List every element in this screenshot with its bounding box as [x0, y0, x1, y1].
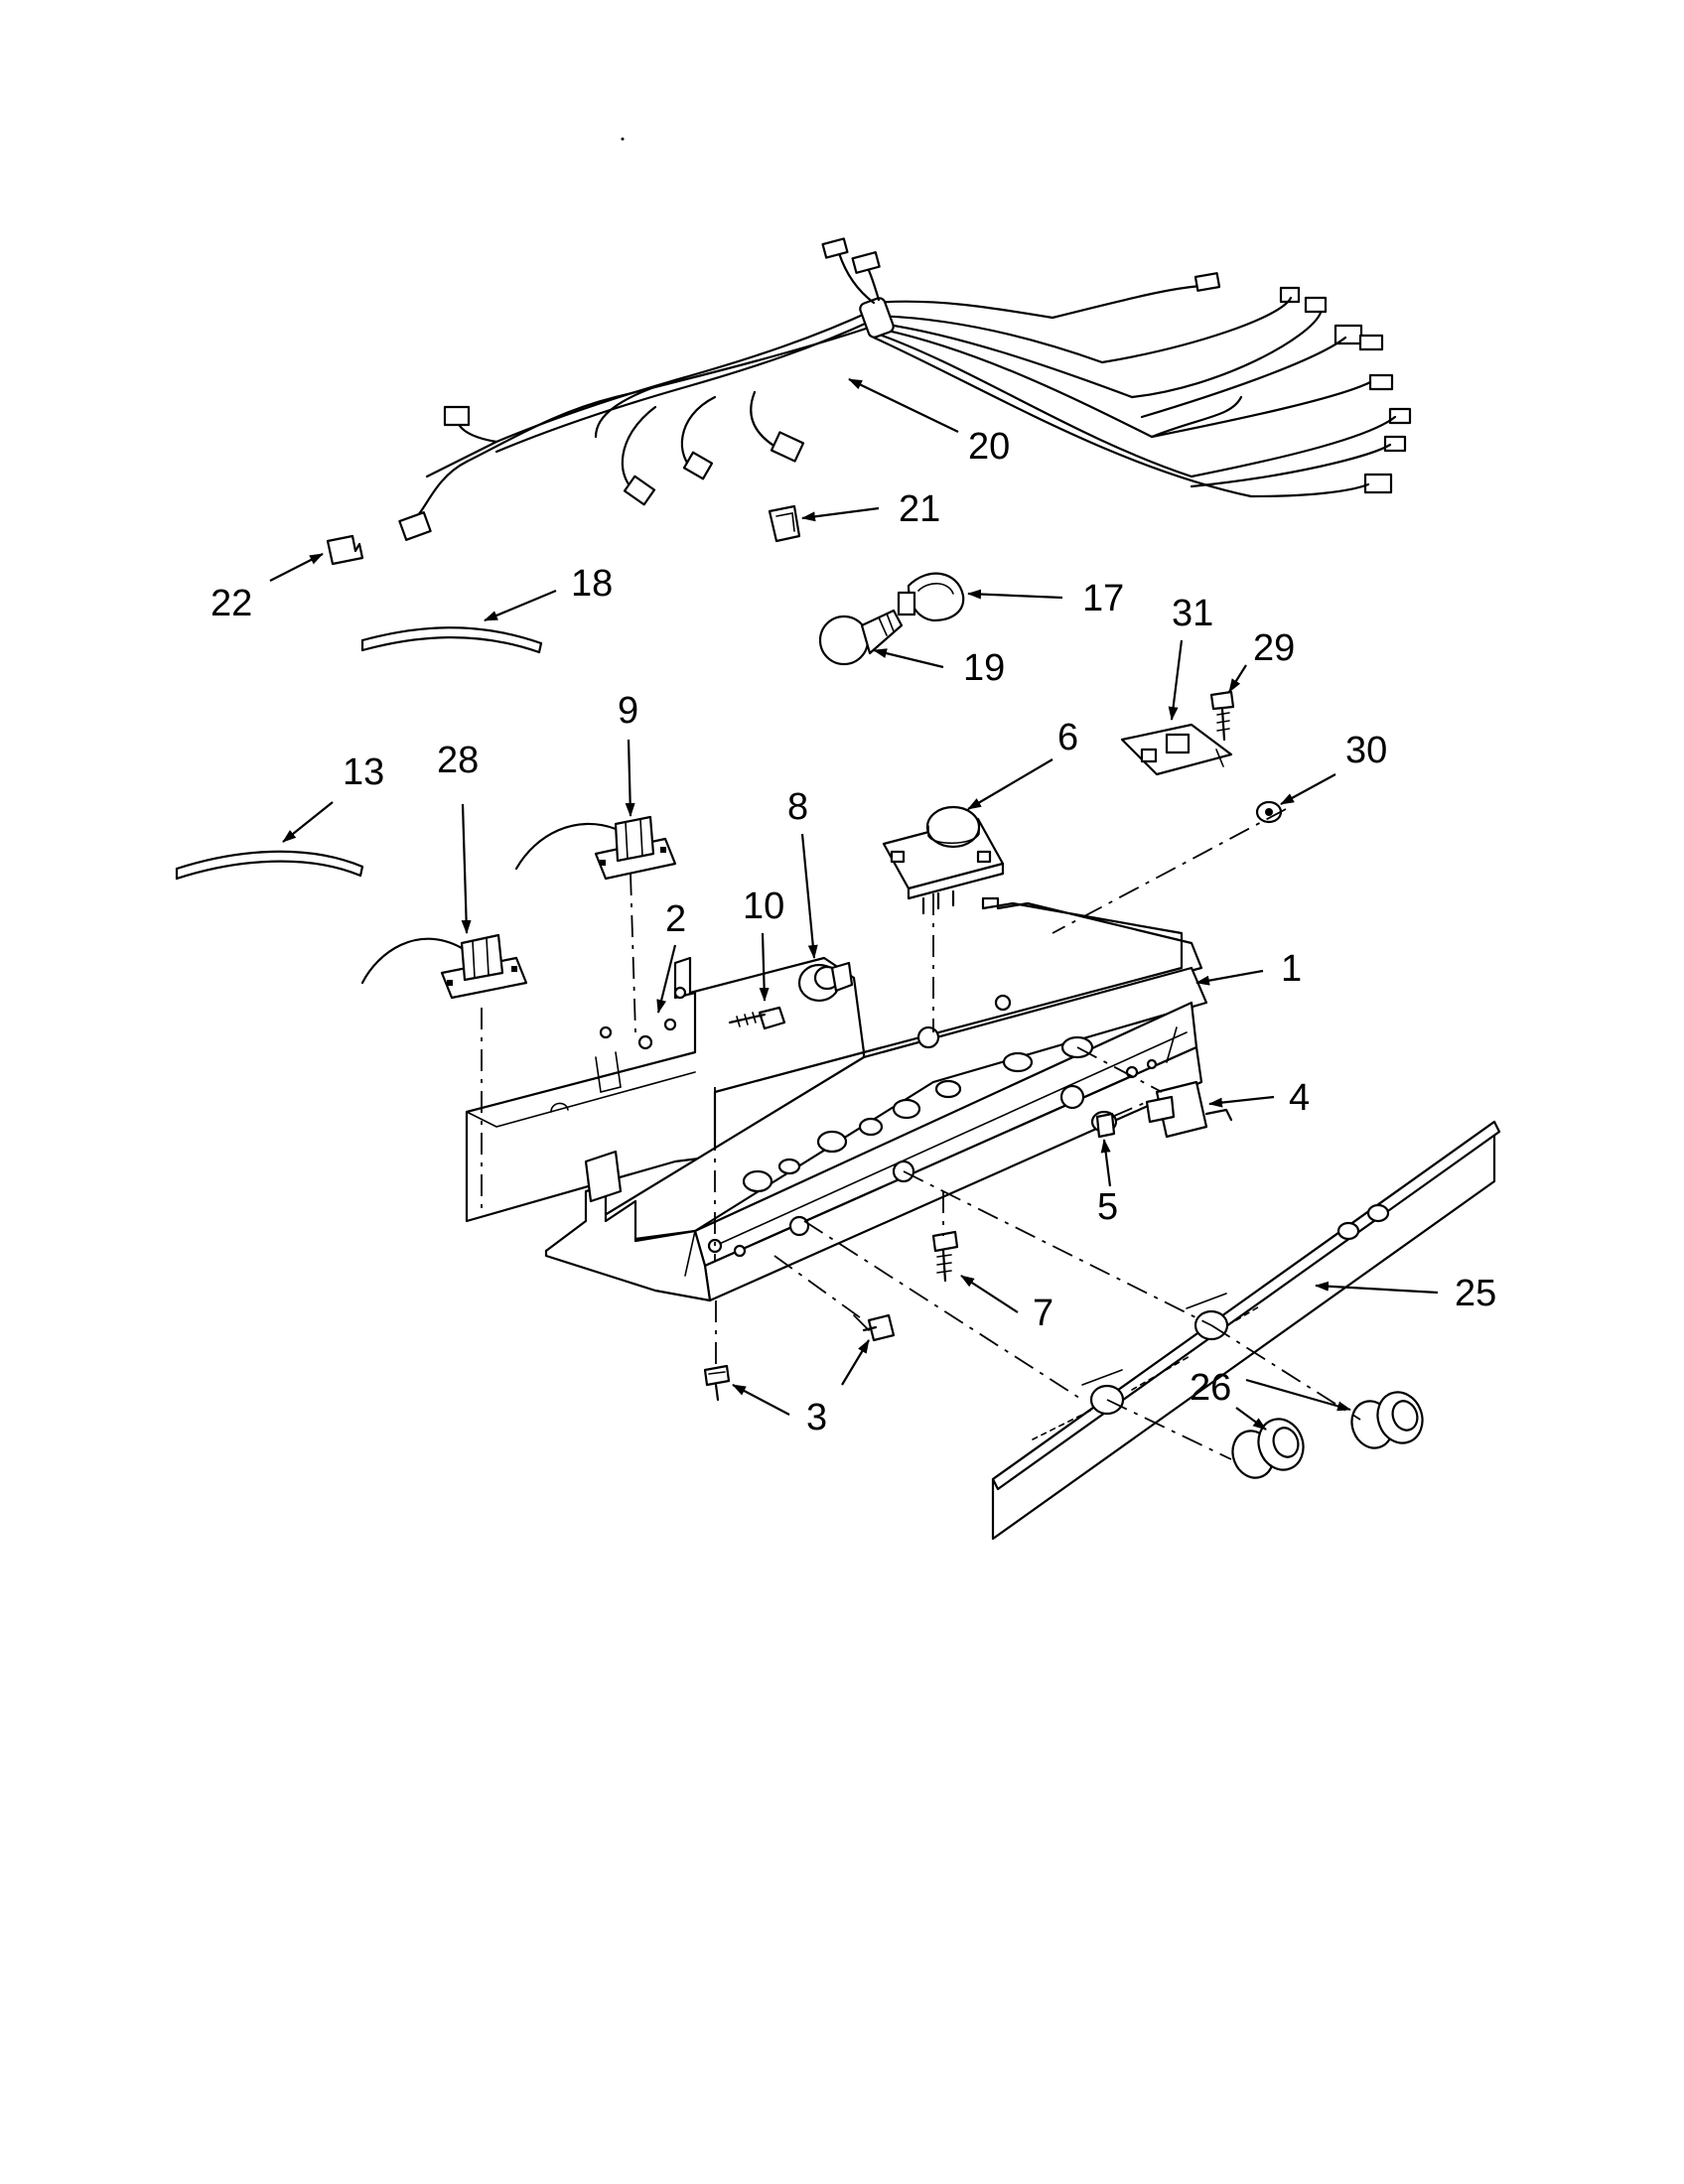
- front-panel-part: [991, 1120, 1501, 1541]
- callout-label: 3: [806, 1397, 827, 1438]
- callout-21: 21: [801, 488, 940, 530]
- callout-17: 17: [967, 578, 1124, 619]
- screw-part-10: [728, 1006, 786, 1030]
- button-part-5: [1090, 1110, 1118, 1139]
- callout-label: 22: [210, 583, 252, 624]
- screw-part-3b: [853, 1313, 896, 1342]
- callout-label: 30: [1345, 730, 1387, 771]
- wire-harness-part: [398, 237, 1412, 541]
- callout-3: 3: [732, 1339, 870, 1438]
- callout-label: 17: [1082, 578, 1124, 619]
- callout-31: 31: [1168, 593, 1213, 721]
- callout-label: 21: [899, 488, 940, 530]
- callout-label: 10: [743, 886, 784, 927]
- screw-part-29: [1209, 690, 1235, 742]
- tube-part-13: [175, 850, 364, 881]
- grommet-part-8: [797, 961, 854, 1003]
- callout-label: 7: [1033, 1293, 1053, 1334]
- light-socket-part: [897, 572, 965, 622]
- clip-part-22: [326, 534, 364, 566]
- callout-label: 25: [1455, 1273, 1496, 1314]
- control-housing-part: [544, 896, 1208, 1302]
- callout-label: 19: [963, 647, 1005, 689]
- callout-28: 28: [437, 740, 479, 934]
- callout-label: 31: [1172, 593, 1213, 634]
- callout-10: 10: [743, 886, 784, 1002]
- callout-label: 8: [787, 786, 808, 828]
- clip-part-21: [768, 504, 801, 543]
- screw-part-7: [931, 1230, 959, 1283]
- callout-label: 4: [1289, 1077, 1310, 1119]
- callout-18: 18: [484, 563, 613, 622]
- callout-label: 6: [1057, 717, 1078, 758]
- callout-13: 13: [282, 751, 384, 843]
- relay-part-9: [514, 815, 677, 881]
- callout-8: 8: [787, 786, 818, 959]
- callout-label: 29: [1253, 627, 1295, 669]
- callout-22: 22: [210, 553, 324, 624]
- relay-part-28: [360, 933, 528, 1000]
- callout-1: 1: [1195, 948, 1302, 990]
- knob-part-26a: [1231, 1418, 1305, 1479]
- knob-part-26-upper: [1350, 1391, 1424, 1449]
- light-bulb-part: [818, 609, 904, 666]
- callout-label: 28: [437, 740, 479, 781]
- callout-label: 9: [618, 690, 638, 732]
- callout-19: 19: [873, 647, 1005, 689]
- callout-label: 5: [1097, 1186, 1118, 1228]
- callout-20: 20: [848, 378, 1010, 468]
- defrost-timer-part: [882, 805, 1005, 915]
- stray-mark: [621, 137, 625, 141]
- callout-label: 26: [1190, 1367, 1231, 1409]
- callout-label: 1: [1281, 948, 1302, 990]
- callout-5: 5: [1097, 1139, 1118, 1228]
- callout-29: 29: [1228, 627, 1295, 693]
- callout-label: 18: [571, 563, 613, 605]
- callout-2: 2: [656, 898, 686, 1014]
- assembly-guide-lines: [481, 808, 1361, 1460]
- screw-part-3a: [703, 1364, 731, 1402]
- callout-26: 26: [1190, 1367, 1351, 1431]
- switch-part-4: [1145, 1080, 1233, 1139]
- callout-7: 7: [960, 1275, 1053, 1334]
- tube-part-18: [360, 626, 543, 654]
- callout-label: 2: [665, 898, 686, 940]
- callout-label: 13: [343, 751, 384, 793]
- callout-4: 4: [1208, 1077, 1310, 1119]
- callout-9: 9: [618, 690, 638, 817]
- callout-30: 30: [1280, 730, 1387, 805]
- control-board-part: [1120, 723, 1233, 776]
- callout-label: 20: [968, 426, 1010, 468]
- callout-6: 6: [967, 717, 1078, 810]
- callout-25: 25: [1315, 1273, 1496, 1314]
